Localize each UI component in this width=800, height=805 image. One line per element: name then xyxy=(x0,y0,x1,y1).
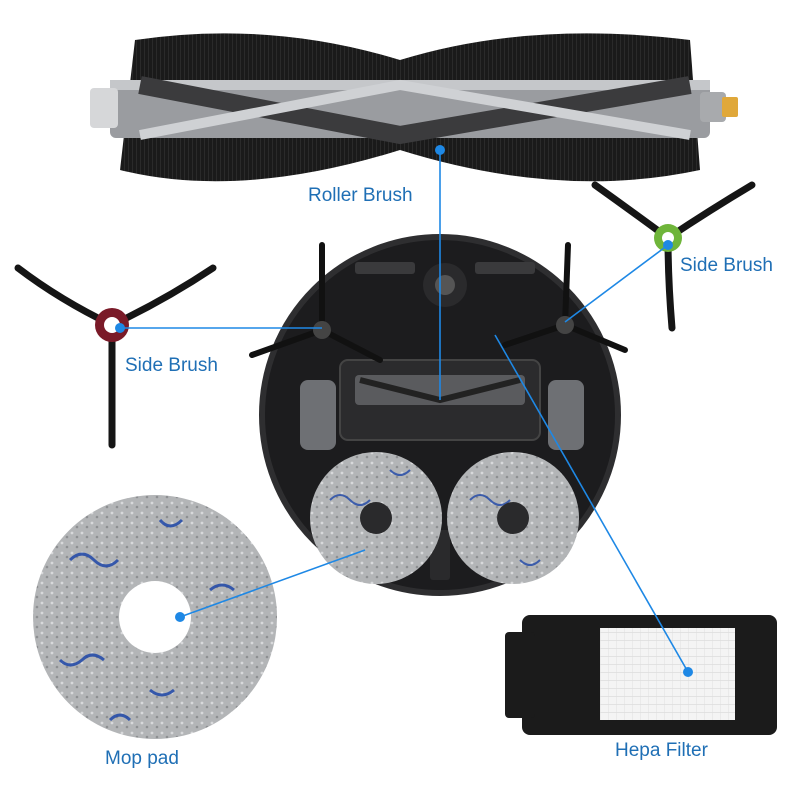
mop-pads-on-robot-image xyxy=(310,452,579,584)
label-roller-brush: Roller Brush xyxy=(308,185,413,206)
roller-brush-image xyxy=(90,33,738,182)
callout-dots xyxy=(115,145,693,677)
label-side-brush-left: Side Brush xyxy=(125,355,218,376)
label-mop-pad: Mop pad xyxy=(105,748,179,769)
callout-lines xyxy=(120,150,689,673)
side-brush-left-image xyxy=(14,264,217,449)
label-side-brush-right: Side Brush xyxy=(680,255,773,276)
mop-pad-image xyxy=(33,495,277,739)
hepa-filter-image xyxy=(505,615,777,735)
label-hepa-filter: Hepa Filter xyxy=(615,740,708,761)
